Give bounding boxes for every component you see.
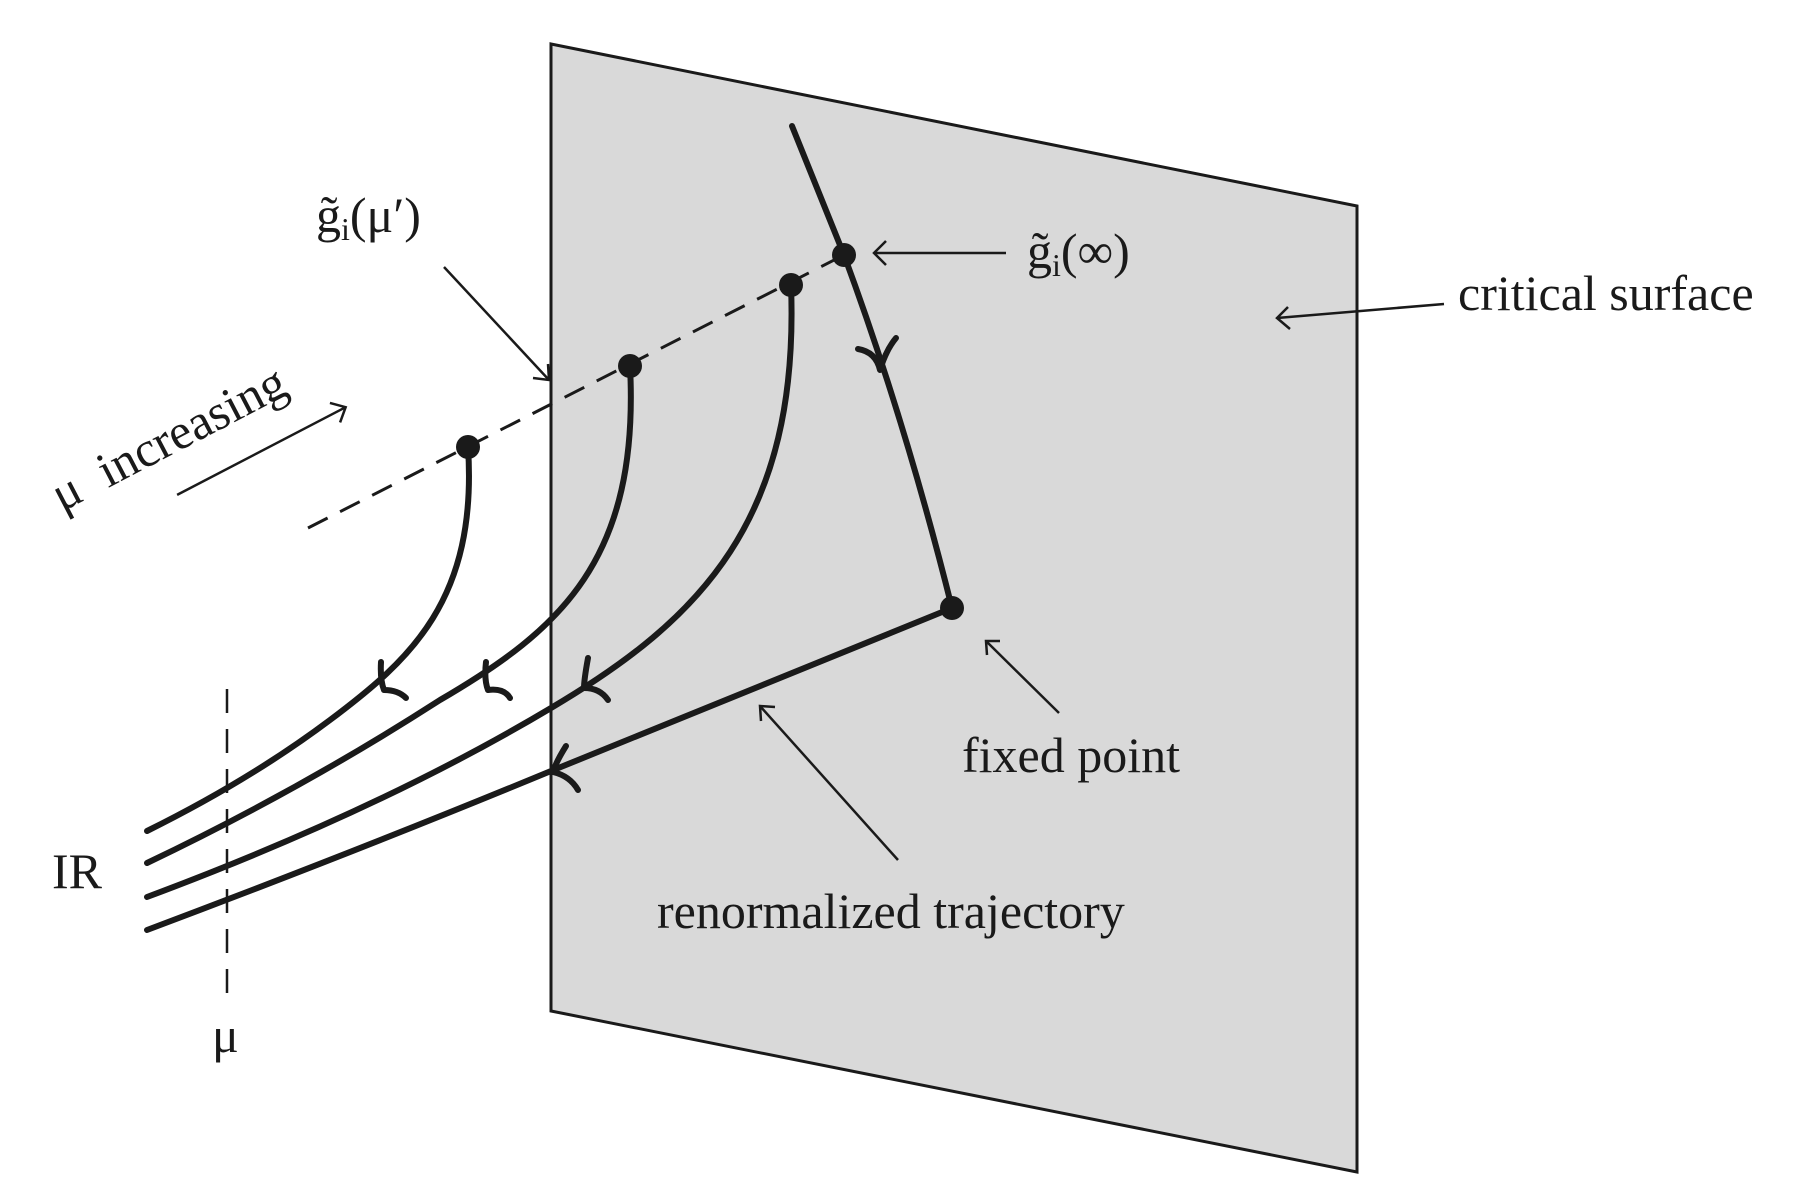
trajectory-2-line xyxy=(144,363,634,866)
g-infinity-arg: (∞) xyxy=(1061,223,1130,279)
mu-cutoff-label: μ xyxy=(212,1007,239,1063)
g-infinity-sub: i xyxy=(1052,247,1061,283)
critical-surface-label: critical surface xyxy=(1458,265,1754,321)
mu-increasing-arrowhead xyxy=(329,401,348,423)
renormalized-trajectory-pointer-line xyxy=(759,705,899,861)
g-mu-prime-pointer-line xyxy=(443,266,550,381)
coupling-point-2 xyxy=(618,354,642,378)
renormalized-trajectory-pointer-arrowhead xyxy=(758,704,776,722)
fixed-point-label: fixed point xyxy=(962,727,1180,783)
renormalized-trajectory-line xyxy=(144,605,955,933)
g-mu-prime-sub: i xyxy=(341,211,350,247)
critical-surface-pointer-arrowhead xyxy=(1275,306,1291,330)
critical-surface-pointer-line xyxy=(1276,302,1445,320)
critical-surface-trajectory xyxy=(789,123,955,611)
trajectory-2-arrowhead xyxy=(482,659,513,701)
g-mu-prime-arg: (μ′) xyxy=(350,187,421,243)
coupling-dashed-line xyxy=(307,253,845,530)
trajectory-3-arrowhead xyxy=(581,655,611,703)
ir-label: IR xyxy=(52,843,103,899)
renormalized-trajectory-arrowhead xyxy=(550,743,581,793)
mu-increasing-label: μ increasing xyxy=(41,353,295,521)
fixed-point-pointer-arrowhead xyxy=(984,639,1000,656)
g-infinity-pointer-arrowhead xyxy=(872,240,887,266)
coupling-point-3 xyxy=(779,273,803,297)
coupling-point-1 xyxy=(456,435,480,459)
trajectory-1-arrowhead xyxy=(377,659,409,701)
mu-increasing-arrow-line xyxy=(176,406,347,497)
fixed-point-pointer-line xyxy=(985,640,1060,714)
renormalized-trajectory-label: renormalized trajectory xyxy=(657,883,1125,939)
g-mu-prime-pointer-arrowhead xyxy=(532,363,551,382)
g-infinity-g: g̃ xyxy=(1027,223,1052,279)
g-mu-prime-label: g̃i(μ′) xyxy=(316,187,421,247)
trajectory-3-line xyxy=(144,282,795,900)
trajectory-1-line xyxy=(144,444,472,834)
g-infinity-label: g̃i(∞) xyxy=(1027,223,1130,283)
critical-surface-flow-arrowhead xyxy=(855,335,899,373)
fixed-point-dot xyxy=(940,596,964,620)
g-mu-prime-g: g̃ xyxy=(316,187,341,243)
mu-increasing-annotation: μ increasing xyxy=(41,353,348,522)
g-infinity-point xyxy=(832,243,856,267)
